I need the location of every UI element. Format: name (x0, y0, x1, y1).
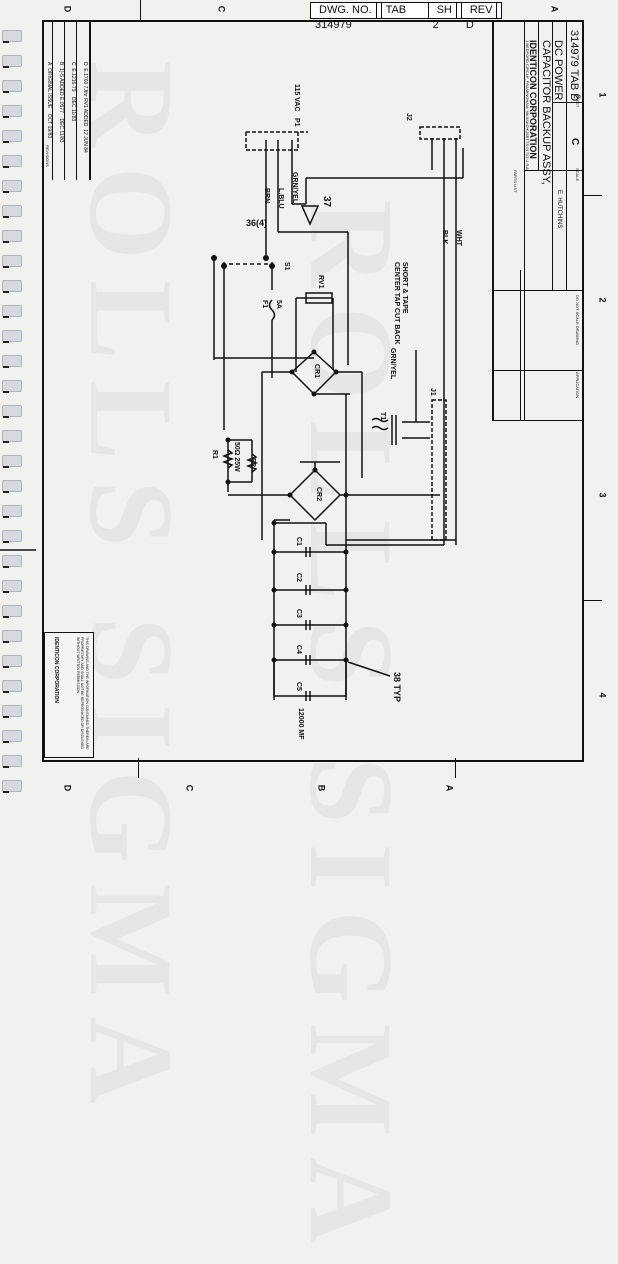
wire-label-lblu: L.BLU (277, 188, 284, 209)
binding-ring (2, 680, 22, 693)
callout-38: 38 TYP (392, 672, 402, 703)
t1-label: T1 (379, 412, 386, 421)
binding-ring (2, 255, 22, 268)
zone-divider (582, 600, 602, 601)
title-block: IDENTICON CORPORATION 1 BEDFORD CIRCLE, … (492, 20, 582, 420)
ground-ref: 37 (321, 196, 332, 208)
zone-divider (140, 0, 141, 20)
switch-ref: 36(4) (246, 218, 268, 228)
binding-ring (2, 180, 22, 193)
binding-ring (2, 780, 22, 793)
binding-ring (2, 380, 22, 393)
binding-ring (2, 530, 22, 543)
cap-c5: C5 (295, 682, 302, 691)
ct-wire: GRN/YEL (389, 348, 396, 380)
wire-label-brn: BRN (263, 188, 270, 204)
binding-ring (2, 80, 22, 93)
dwg-no-label: DWG. NO. (315, 3, 377, 18)
title-block-bottom (492, 420, 582, 421)
cr2-label: CR2 (315, 487, 322, 502)
switch-label: S1 (283, 262, 290, 271)
j2-wire-wht: WHT (455, 230, 462, 246)
fuse-rating: 5A (275, 300, 282, 309)
binding-ring (2, 405, 22, 418)
binding-ring (2, 105, 22, 118)
binding-ring (2, 455, 22, 468)
binding-ring (2, 480, 22, 493)
resistor-value: 50Ω 25W (233, 442, 240, 472)
voltage-label: 115 VAC (293, 84, 300, 112)
dwg-no: 314979 (315, 19, 352, 31)
binding-ring (2, 605, 22, 618)
rv1-label: RV1 (317, 275, 324, 289)
proprietary-notice: IDENTICON CORPORATION THIS DRAWING AND T… (44, 632, 94, 758)
binding-ring (2, 55, 22, 68)
binding-ring (2, 330, 22, 343)
p1-label: P1 (293, 118, 300, 127)
zone-divider (138, 758, 139, 778)
binding-ring (2, 155, 22, 168)
cap-c1: C1 (295, 537, 302, 546)
tab-label: TAB (382, 3, 429, 18)
binding-ring (2, 130, 22, 143)
j2-label: J2 (405, 113, 412, 121)
binding-ring (2, 555, 22, 568)
zone-divider (582, 195, 602, 196)
binding-ring (2, 730, 22, 743)
binding-ring (2, 230, 22, 243)
cap-c2: C2 (295, 573, 302, 582)
binding-ring (2, 430, 22, 443)
binding-ring (2, 305, 22, 318)
binding-ring (2, 580, 22, 593)
revisions-block: A ORIGINAL ISSUE OCT 19/83 B 1)-5 ADDED … (42, 20, 91, 180)
sheet-label: SH (433, 3, 457, 18)
cr1-label: CR1 (313, 364, 320, 379)
rev-label: REV (466, 3, 498, 18)
binding-ring (2, 205, 22, 218)
application-divider (520, 270, 521, 420)
wire-label-grnyel: GRN/YEL (291, 172, 298, 204)
binding-ring (2, 355, 22, 368)
sheet-number: 2 (432, 19, 439, 31)
capacitor-value: 12000 MF (297, 708, 304, 740)
binding-ring (2, 655, 22, 668)
schematic-wiring (0, 126, 464, 701)
cap-c4: C4 (295, 645, 302, 654)
binding-ring (2, 705, 22, 718)
binding-ring (2, 280, 22, 293)
rev-letter: D (465, 19, 474, 31)
cap-c3: C3 (295, 609, 302, 618)
binding-ring (2, 755, 22, 768)
j2-wire-blk: BLK (441, 230, 448, 245)
fuse-label: F1 (261, 300, 268, 309)
r2-label: R2 (249, 458, 256, 467)
binding-ring (2, 630, 22, 643)
binding-ring (2, 30, 22, 43)
spiral-binding (0, 0, 22, 800)
r1-label: R1 (211, 450, 218, 459)
ct-note-1: CENTER TAP CUT BACK (393, 262, 400, 345)
ct-note-2: SHORT & TAPE (401, 262, 408, 314)
drawing-border (42, 20, 584, 762)
j1-label: J1 (429, 388, 436, 396)
zone-divider (455, 758, 456, 778)
binding-ring (2, 505, 22, 518)
